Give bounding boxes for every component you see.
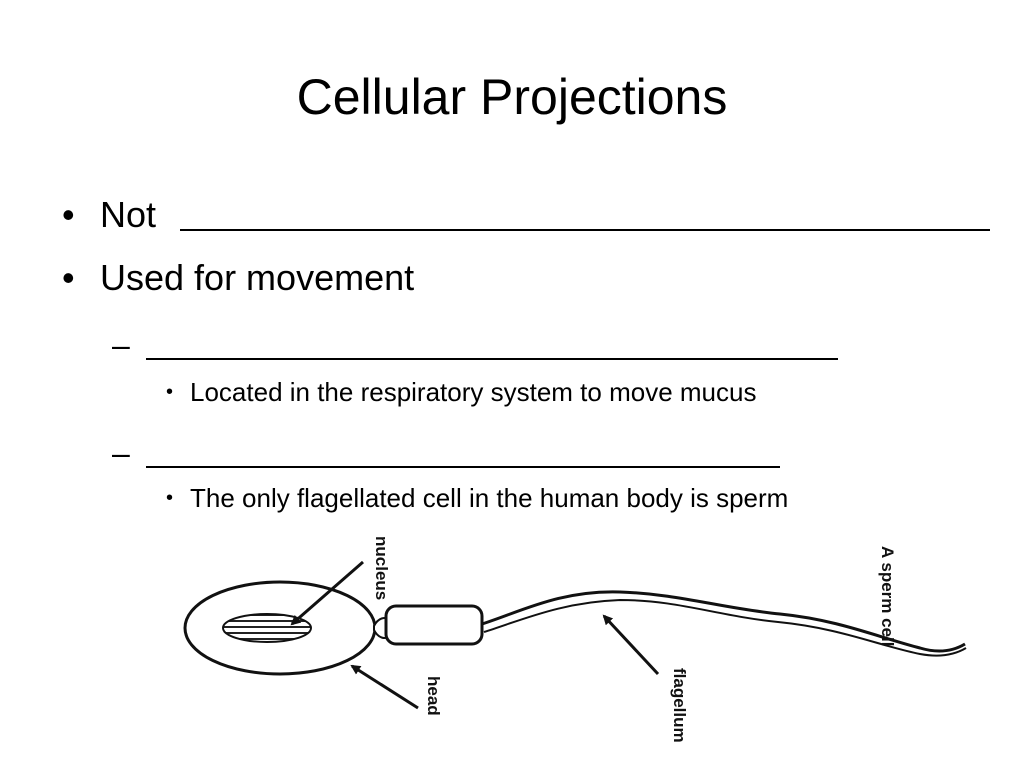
detail-item-2-text: The only flagellated cell in the human b… [190,483,789,513]
dash-glyph: – [112,435,130,471]
bullet-not-text: Not [100,194,157,235]
bullet-not-blank [180,229,990,231]
slide-title: Cellular Projections [296,69,728,125]
sub-item-1-blank [146,358,838,360]
detail-item-1-text: Located in the respiratory system to mov… [190,377,757,407]
nucleus-arrow [290,560,364,626]
bullet-dot: • [166,487,174,509]
cell-label: A sperm cell [878,546,897,646]
bullet-movement-text: Used for movement [100,257,415,298]
nucleus-label: nucleus [372,536,391,600]
sub-item-2-blank [146,466,780,468]
midpiece-shape [384,604,484,646]
flagellum-arrow [602,614,660,676]
dash-glyph: – [112,327,130,363]
nucleus-shape [222,613,312,643]
flagellum-shape [481,590,966,653]
bullet-dot: • [62,257,75,298]
flagellum-label: flagellum [670,668,689,743]
head-label: head [424,676,443,716]
bullet-dot: • [166,381,174,403]
bullet-dot: • [62,194,75,235]
sperm-cell-diagram: nucleus head flagellum A sperm cell [180,528,970,750]
head-arrow [350,664,419,710]
